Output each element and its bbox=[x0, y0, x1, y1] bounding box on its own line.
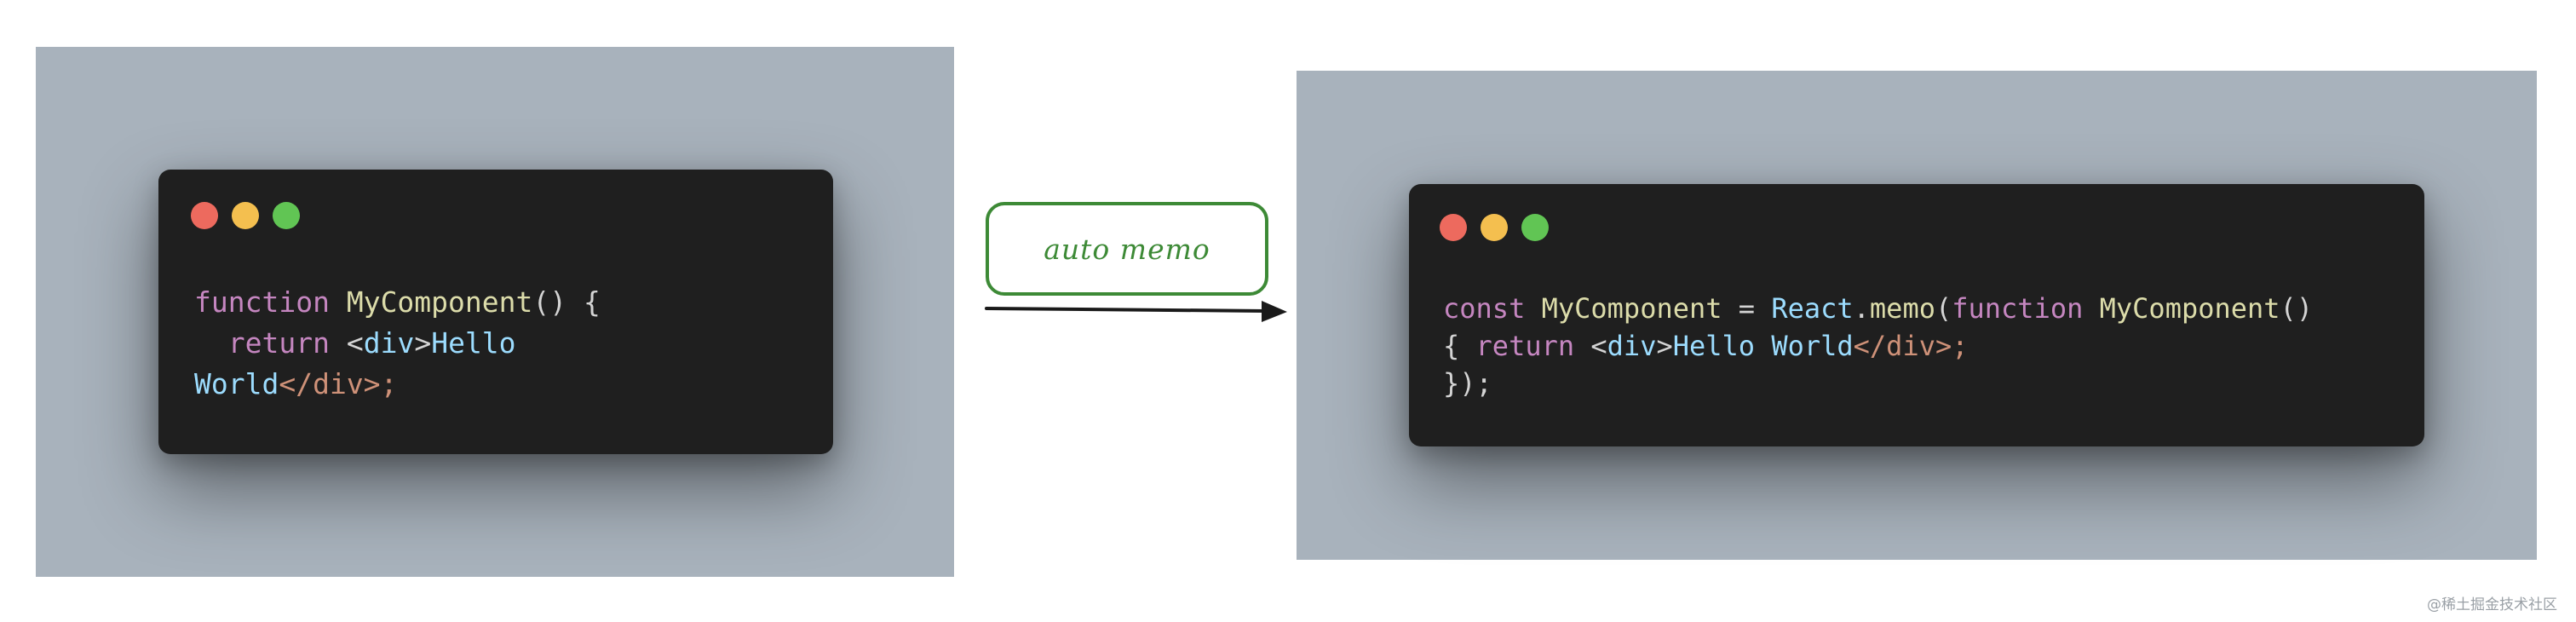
code-token-plain: > bbox=[414, 326, 432, 360]
arrow-head-icon bbox=[1262, 301, 1287, 322]
close-dot-icon bbox=[191, 202, 218, 229]
before-code-window: function MyComponent() { return <div>Hel… bbox=[158, 170, 833, 454]
transform-label: auto memo bbox=[1044, 232, 1210, 266]
code-token-plain: > bbox=[1656, 330, 1673, 362]
code-token-plain: }); bbox=[1443, 367, 1492, 400]
code-token-closetag: </div> bbox=[279, 367, 381, 400]
code-token-closetag: ; bbox=[1952, 330, 1969, 362]
window-controls bbox=[1440, 214, 1549, 241]
code-token-plain: ( bbox=[1935, 292, 1952, 325]
code-line: }); bbox=[1443, 367, 1492, 400]
after-panel: const MyComponent = React.memo(function … bbox=[1297, 71, 2537, 560]
maximize-dot-icon bbox=[273, 202, 300, 229]
code-token-plain: . bbox=[1853, 292, 1870, 325]
code-token-keyword: const bbox=[1443, 292, 1526, 325]
code-token-closetag: </div> bbox=[1853, 330, 1952, 362]
code-token-plain: () bbox=[2280, 292, 2314, 325]
minimize-dot-icon bbox=[232, 202, 259, 229]
code-token-closetag: ; bbox=[380, 367, 398, 400]
window-controls bbox=[191, 202, 300, 229]
code-line: return <div>Hello bbox=[194, 326, 516, 360]
code-token-plain: < bbox=[329, 326, 364, 360]
code-token-keyword: function bbox=[194, 285, 330, 319]
code-token-plain: = bbox=[1722, 292, 1772, 325]
close-dot-icon bbox=[1440, 214, 1467, 241]
code-token-text: Hello World bbox=[1672, 330, 1854, 362]
code-token-plain: () { bbox=[532, 285, 601, 319]
code-token-keyword: function bbox=[1952, 292, 2084, 325]
code-line: function MyComponent() { bbox=[194, 285, 601, 319]
code-token-plain bbox=[2083, 292, 2099, 325]
code-token-tag: div bbox=[363, 326, 415, 360]
code-token-plain bbox=[1525, 292, 1541, 325]
code-token-plain: < bbox=[1574, 330, 1607, 362]
code-token-func: MyComponent bbox=[1541, 292, 1722, 325]
minimize-dot-icon bbox=[1481, 214, 1508, 241]
watermark: @稀土掘金技术社区 bbox=[2427, 596, 2557, 613]
code-token-func: MyComponent bbox=[346, 285, 533, 319]
code-token-plain bbox=[194, 326, 228, 360]
transform-label-box: auto memo bbox=[986, 202, 1268, 296]
code-token-plain: { bbox=[1443, 330, 1476, 362]
before-code-block: function MyComponent() { return <div>Hel… bbox=[194, 282, 601, 405]
code-token-tag: div bbox=[1607, 330, 1657, 362]
code-token-plain bbox=[330, 285, 347, 319]
before-panel: function MyComponent() { return <div>Hel… bbox=[36, 47, 954, 577]
code-line: const MyComponent = React.memo(function … bbox=[1443, 292, 2313, 325]
arrow-shaft bbox=[985, 307, 1268, 313]
maximize-dot-icon bbox=[1521, 214, 1549, 241]
after-code-block: const MyComponent = React.memo(function … bbox=[1443, 290, 2313, 402]
code-line: { return <div>Hello World</div>; bbox=[1443, 330, 1969, 362]
code-token-func: MyComponent bbox=[2099, 292, 2280, 325]
code-token-text: React bbox=[1771, 292, 1854, 325]
transform-arrow bbox=[985, 301, 1287, 322]
code-token-func: memo bbox=[1869, 292, 1935, 325]
code-token-keyword: return bbox=[1475, 330, 1575, 362]
after-code-window: const MyComponent = React.memo(function … bbox=[1409, 184, 2424, 446]
code-token-text: World bbox=[194, 367, 279, 400]
code-token-text: Hello bbox=[431, 326, 516, 360]
code-line: World</div>; bbox=[194, 367, 397, 400]
code-token-keyword: return bbox=[227, 326, 330, 360]
